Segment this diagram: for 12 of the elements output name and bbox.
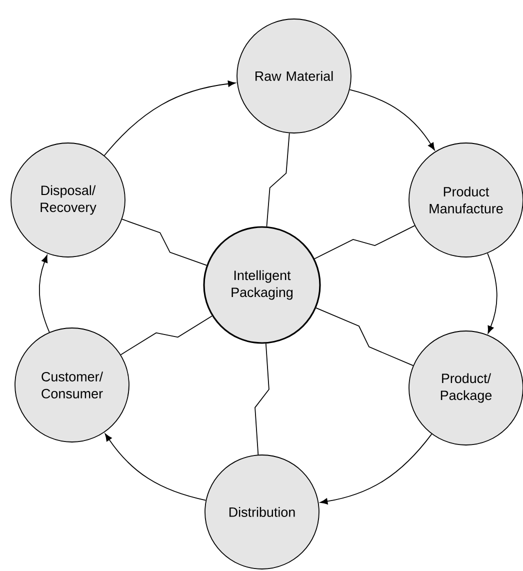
zigzag-line — [254, 343, 270, 456]
zigzag-line — [122, 218, 208, 266]
zigzag-line — [266, 132, 290, 227]
arrow — [38, 254, 50, 333]
zigzag-line — [314, 225, 416, 260]
arrow — [487, 252, 498, 334]
arrow — [320, 434, 432, 504]
zigzag-line — [316, 308, 414, 366]
arrow — [104, 80, 236, 156]
arrow — [104, 434, 206, 501]
arrow — [349, 89, 435, 150]
zigzag-line — [120, 316, 212, 356]
